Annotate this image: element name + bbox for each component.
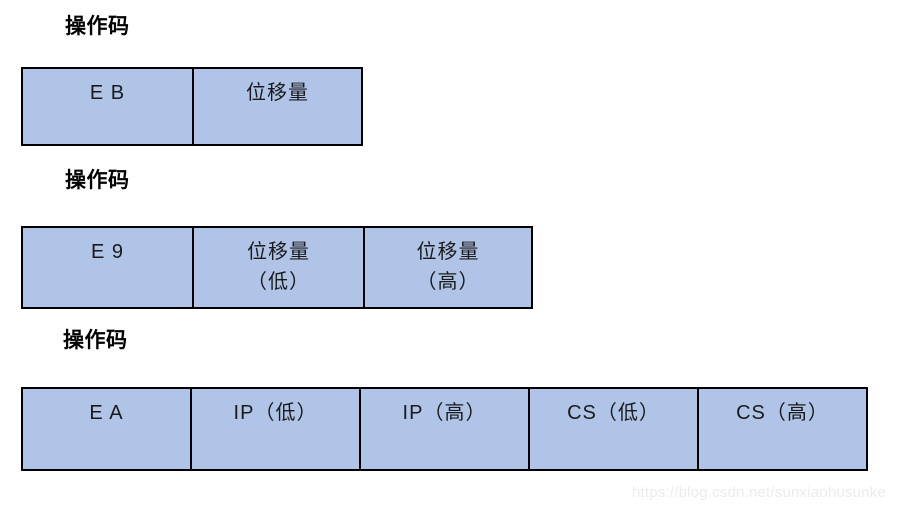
cell-cs-low: CS（低） [530,389,699,469]
instruction-format-jmp-short: E B 位移量 [21,67,363,146]
instruction-format-jmp-near: E 9 位移量 （低） 位移量 （高） [21,226,533,309]
instruction-format-jmp-far: E A IP（低） IP（高） CS（低） CS（高） [21,387,868,471]
cell-displacement: 位移量 [246,82,309,104]
cell-opcode-e9: E 9 [23,228,194,307]
watermark-url: https://blog.csdn.net/sunxiaohusunke [631,484,886,501]
cell-ip-low: IP（低） [192,389,361,469]
caption-opcode-jmp-far: 操作码 [63,329,128,352]
cell-opcode-eb: E B [23,69,194,144]
cell-displacement-low: 位移量 （低） [194,228,365,307]
caption-opcode-jmp-short: 操作码 [65,15,130,38]
caption-opcode-jmp-near: 操作码 [65,169,130,192]
cell-opcode-ea: E A [23,389,192,469]
cell-ip-high: IP（高） [361,389,530,469]
cell-displacement-high: 位移量 （高） [416,241,480,293]
cell-cs-high: CS（高） [736,402,829,424]
